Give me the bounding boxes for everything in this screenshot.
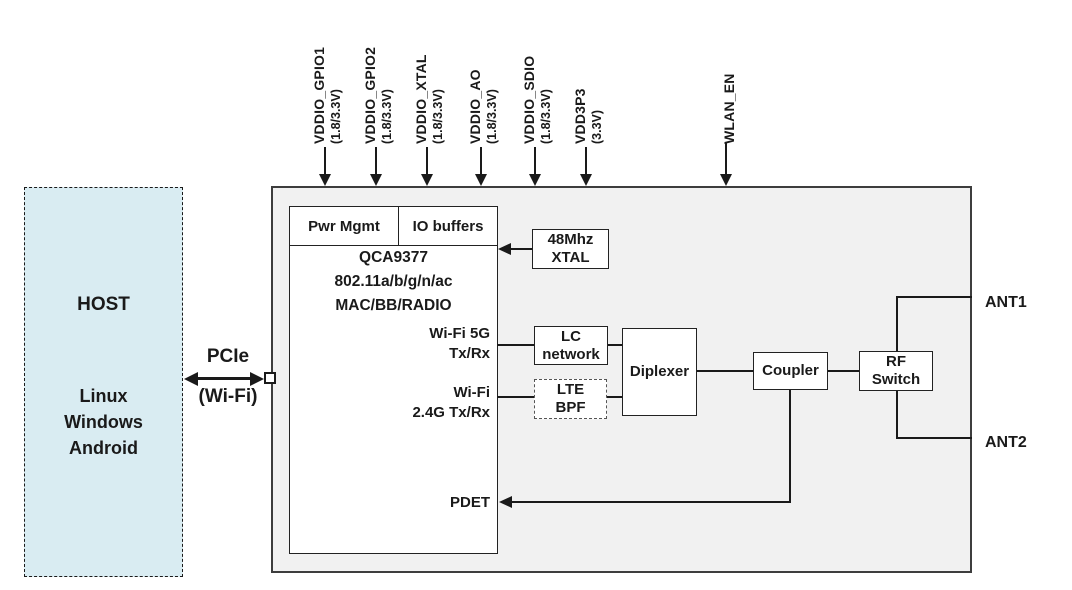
pcie-wire xyxy=(196,377,253,380)
pcie-connector-square xyxy=(264,372,276,384)
host-os-android: Android xyxy=(69,438,138,458)
wire-coupler-to-pdet-horizontal xyxy=(512,501,791,503)
pin-label-vdd3p3: VDD3P3 (3.3V) xyxy=(571,14,607,144)
lc-line1: LC xyxy=(561,327,581,345)
chip-port-pdet: PDET xyxy=(449,494,490,511)
pin-voltage: (1.8/3.3V) xyxy=(539,89,553,144)
chip-name: QCA9377 xyxy=(359,249,428,266)
wire-lc-to-diplexer xyxy=(608,344,622,346)
lc-line2: network xyxy=(542,345,600,363)
wire-chip-to-lte xyxy=(497,396,534,398)
xtal-arrowhead-icon xyxy=(498,243,511,255)
pin-voltage: (1.8/3.3V) xyxy=(380,89,394,144)
pin-wire xyxy=(324,147,326,175)
pin-label-vddio-sdio: VDDIO_SDIO (1.8/3.3V) xyxy=(520,14,556,144)
pin-label-wlan-en: WLAN_EN xyxy=(711,14,747,144)
rf-switch-box: RF Switch xyxy=(859,351,933,391)
pin-voltage: (1.8/3.3V) xyxy=(431,89,445,144)
host-os-linux: Linux xyxy=(79,386,128,406)
wire-chip-to-lc xyxy=(497,344,534,346)
pin-label-vddio-gpio2: VDDIO_GPIO2 (1.8/3.3V) xyxy=(361,14,397,144)
wire-rfswitch-to-ant1-vertical xyxy=(896,297,898,352)
ant2-label: ANT2 xyxy=(985,434,1027,451)
pin-label-vddio-ao: VDDIO_AO (1.8/3.3V) xyxy=(466,14,502,144)
wire-rfswitch-to-ant2-vertical xyxy=(896,390,898,438)
chip-port-wifi-5g: Wi-Fi 5G Tx/Rx xyxy=(429,324,490,364)
rf-switch-line2: Switch xyxy=(871,371,921,388)
chip-io-buffers-cell: IO buffers xyxy=(412,217,484,235)
pin-arrowhead-icon xyxy=(580,174,592,186)
chip-box: Pwr Mgmt IO buffers QCA9377 802.11a/b/g/… xyxy=(289,206,498,554)
chip-port-wifi-5g-line1: Wi-Fi 5G xyxy=(429,325,490,342)
pin-wire xyxy=(725,143,727,175)
pcie-arrowhead-right-icon xyxy=(250,372,264,386)
pin-voltage: (1.8/3.3V) xyxy=(329,89,343,144)
pcie-bus-label: PCIe xyxy=(206,346,250,367)
chip-title-block: QCA9377 802.11a/b/g/n/ac MAC/BB/RADIO xyxy=(290,246,497,318)
pin-arrowhead-icon xyxy=(720,174,732,186)
wire-diplexer-to-coupler xyxy=(697,370,753,372)
pin-arrowhead-icon xyxy=(421,174,433,186)
chip-port-wifi-24g-line1: Wi-Fi xyxy=(453,384,490,401)
chip-port-wifi-24g-line2: 2.4G Tx/Rx xyxy=(412,404,490,421)
chip-pwr-mgmt-cell: Pwr Mgmt xyxy=(290,207,399,245)
chip-port-wifi-5g-line2: Tx/Rx xyxy=(449,345,490,362)
xtal-line1: 48Mhz xyxy=(547,231,594,248)
pin-wire xyxy=(534,147,536,175)
pin-wire xyxy=(480,147,482,175)
wire-lte-to-diplexer xyxy=(607,396,622,398)
pin-arrowhead-icon xyxy=(529,174,541,186)
pdet-arrowhead-icon xyxy=(499,496,512,508)
host-title: HOST xyxy=(77,294,130,315)
pin-name: VDDIO_GPIO1 xyxy=(311,46,327,144)
chip-header-row: Pwr Mgmt IO buffers xyxy=(290,207,497,246)
wire-rfswitch-to-ant2-horizontal xyxy=(896,437,972,439)
pin-arrowhead-icon xyxy=(475,174,487,186)
lte-line2: BPF xyxy=(555,399,586,416)
lc-network-box: LC network xyxy=(534,326,608,365)
pcie-arrowhead-left-icon xyxy=(184,372,198,386)
wire-rfswitch-to-ant1-horizontal xyxy=(896,296,972,298)
pin-name: VDDIO_XTAL xyxy=(413,54,429,144)
pin-wire xyxy=(585,147,587,175)
pin-name: VDDIO_SDIO xyxy=(521,55,537,144)
pin-name: WLAN_EN xyxy=(720,73,737,144)
wire-coupler-to-pdet-vertical xyxy=(789,390,791,502)
lte-line1: LTE xyxy=(556,381,585,398)
chip-functions: MAC/BB/RADIO xyxy=(335,297,452,314)
xtal-box: 48Mhz XTAL xyxy=(532,229,609,269)
pin-name: VDD3P3 xyxy=(572,88,588,144)
chip-port-wifi-24g: Wi-Fi 2.4G Tx/Rx xyxy=(412,383,490,423)
chip-standards: 802.11a/b/g/n/ac xyxy=(334,273,453,290)
rf-switch-line1: RF xyxy=(886,353,906,370)
wire-coupler-to-rfswitch xyxy=(828,370,859,372)
diplexer-box: Diplexer xyxy=(622,328,697,416)
pcie-mode-label: (Wi-Fi) xyxy=(198,386,258,407)
pin-label-vddio-gpio1: VDDIO_GPIO1 (1.8/3.3V) xyxy=(310,14,346,144)
pin-wire xyxy=(375,147,377,175)
pin-wire xyxy=(426,147,428,175)
pin-name: VDDIO_GPIO2 xyxy=(362,46,378,144)
pin-arrowhead-icon xyxy=(319,174,331,186)
host-box xyxy=(24,187,183,577)
lte-bpf-box: LTE BPF xyxy=(534,379,607,419)
pin-voltage: (3.3V) xyxy=(590,109,604,144)
host-os-list: Linux Windows Android xyxy=(24,383,183,461)
coupler-box: Coupler xyxy=(753,352,828,390)
host-os-windows: Windows xyxy=(64,412,143,432)
ant1-label: ANT1 xyxy=(985,294,1027,311)
pin-label-vddio-xtal: VDDIO_XTAL (1.8/3.3V) xyxy=(412,14,448,144)
pin-arrowhead-icon xyxy=(370,174,382,186)
pin-name: VDDIO_AO xyxy=(467,69,483,144)
pin-voltage: (1.8/3.3V) xyxy=(485,89,499,144)
xtal-line2: XTAL xyxy=(551,249,590,266)
wire-xtal-to-chip xyxy=(510,248,532,250)
